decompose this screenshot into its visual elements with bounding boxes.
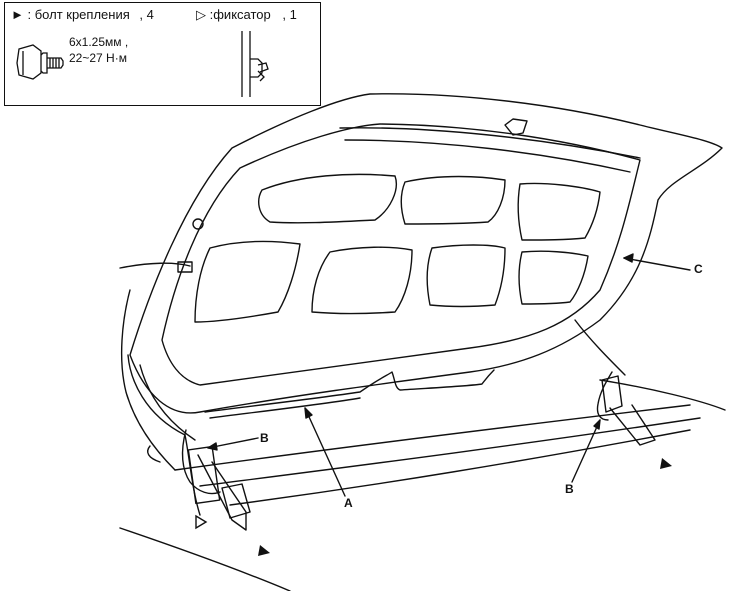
filled-triangle-icon: ► bbox=[11, 7, 24, 22]
callout-c: C bbox=[694, 262, 703, 276]
clip-icon bbox=[241, 31, 269, 97]
car-body-trunk-edge bbox=[599, 379, 726, 411]
car-body-trunk-edge bbox=[229, 429, 691, 506]
lid-opening-5 bbox=[311, 246, 413, 315]
outline-triangle-icon: ▷ bbox=[196, 7, 206, 22]
lid-hole bbox=[192, 218, 204, 230]
car-body-sill bbox=[119, 527, 291, 591]
bolt-marker-icon bbox=[258, 545, 270, 556]
trunk-lid-inner-rim bbox=[161, 123, 641, 386]
hinge-left bbox=[127, 354, 201, 516]
legend-bolt: ► : болт крепления , 4 6x1.25мм , 22~27 … bbox=[4, 2, 192, 106]
lid-opening-4 bbox=[194, 240, 301, 323]
trunk-lid-upper-channel bbox=[344, 139, 631, 173]
bolt-torque: 22~27 Н·м bbox=[69, 51, 127, 65]
legend-bolt-count: , 4 bbox=[139, 7, 154, 22]
callout-a: A bbox=[344, 496, 353, 510]
lid-opening-7 bbox=[518, 250, 589, 305]
bolt-marker-icon bbox=[660, 458, 672, 469]
leader-b-left-arrow bbox=[207, 442, 218, 451]
car-body-line bbox=[119, 262, 191, 269]
car-body-trunk-edge bbox=[199, 417, 701, 487]
hinge-left-inner bbox=[139, 364, 196, 441]
callout-b-right: B bbox=[565, 482, 574, 496]
hinge-left-bracket bbox=[221, 483, 251, 519]
legend-bolt-title: ► : болт крепления , 4 bbox=[11, 7, 154, 22]
trunk-lid-upper-channel bbox=[339, 127, 641, 159]
car-body-line bbox=[147, 445, 161, 463]
bolt-icon bbox=[16, 44, 64, 80]
hinge-right-strut bbox=[609, 404, 656, 446]
legend-clip-label: :фиксатор bbox=[209, 7, 271, 22]
trunk-lid-outline bbox=[129, 93, 723, 414]
car-body-fender-left bbox=[120, 289, 176, 471]
lid-opening-2 bbox=[400, 175, 506, 225]
legend-clip-count: , 1 bbox=[282, 7, 297, 22]
hinge-left-strut bbox=[197, 454, 247, 531]
car-body-trunk-edge bbox=[174, 404, 691, 471]
hinge-right-plate bbox=[601, 375, 623, 413]
legend-bolt-label: : болт крепления bbox=[27, 7, 130, 22]
hinge-right-arm bbox=[596, 371, 613, 421]
legend-clip-title: ▷ :фиксатор , 1 bbox=[196, 7, 297, 23]
leader-b-right bbox=[571, 419, 601, 483]
hinge-left-plate bbox=[187, 445, 221, 505]
lid-opening-3 bbox=[517, 182, 601, 241]
legend-clip: ▷ :фиксатор , 1 bbox=[190, 2, 321, 106]
release-cable bbox=[204, 369, 495, 413]
hinge-right bbox=[574, 319, 626, 376]
leader-b-right-arrow bbox=[593, 419, 601, 430]
leader-c-arrow bbox=[623, 253, 634, 263]
lid-tab bbox=[177, 261, 193, 273]
lid-opening-6 bbox=[426, 244, 506, 308]
leader-a-arrow bbox=[304, 407, 313, 419]
release-cable bbox=[209, 397, 361, 419]
clip-marker-icon bbox=[195, 514, 208, 530]
latch-bracket bbox=[504, 118, 528, 136]
callout-b-left: B bbox=[260, 431, 269, 445]
hinge-left-arm bbox=[181, 429, 221, 495]
leader-a bbox=[304, 407, 346, 497]
lid-opening-1 bbox=[258, 173, 397, 224]
leader-c bbox=[623, 257, 691, 271]
bolt-size: 6x1.25мм , bbox=[69, 35, 129, 49]
